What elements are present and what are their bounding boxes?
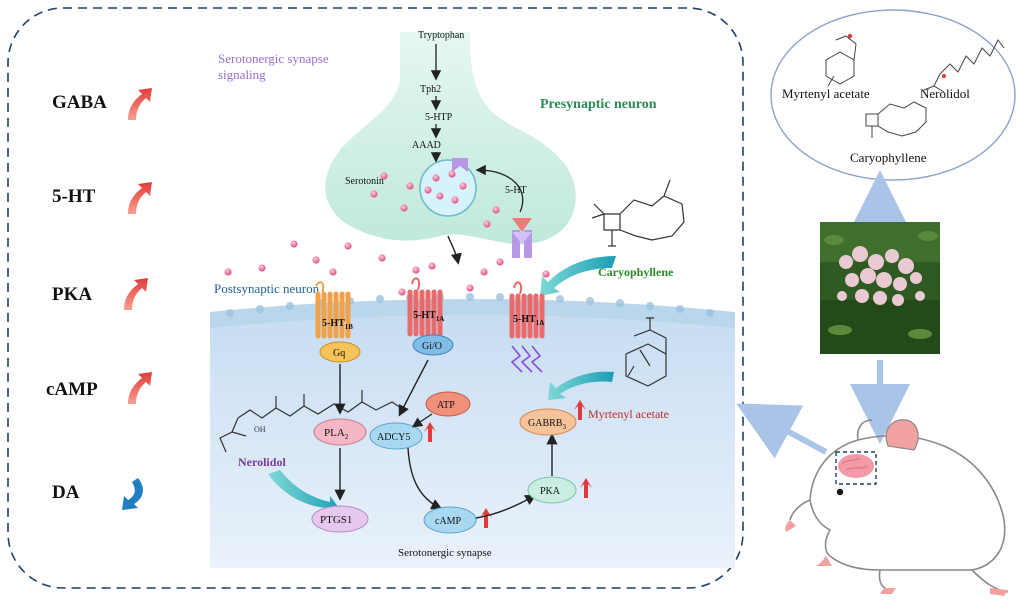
gabrb-sub: 3 <box>562 423 566 431</box>
caryophyllene-structure <box>591 179 685 247</box>
da-label: DA <box>52 482 80 503</box>
arrow-camp-pka <box>475 494 537 519</box>
arrow-gio-adcy5 <box>398 359 429 417</box>
serotonin-label: Serotonin <box>345 176 384 187</box>
svg-text:5-HT1B: 5-HT1B <box>322 318 353 331</box>
pla2-base: PLA <box>324 427 345 439</box>
arrow-atp-adcy5 <box>411 413 433 428</box>
postsynaptic-cell <box>210 305 735 568</box>
release-arrow <box>447 235 462 265</box>
ptgs1-label: PTGS1 <box>320 514 352 526</box>
gq-label: Gq <box>333 348 345 359</box>
svg-text:5-HT1A: 5-HT1A <box>413 310 444 323</box>
camp-up-icon <box>480 508 492 528</box>
pka-node-label: PKA <box>540 486 561 497</box>
receptor-1a-left: 5-HT1A Gi/O <box>407 277 454 356</box>
ht-up-arrow-icon <box>128 182 152 214</box>
da-down-arrow-icon <box>122 478 143 510</box>
nerolidol-structure <box>219 390 405 453</box>
caryophyllene-teal-arrow <box>540 256 616 296</box>
ellipse-caryophyllene-structure <box>865 101 927 138</box>
aaad-label: AAAD <box>412 140 441 151</box>
presynaptic-neuron <box>325 32 576 245</box>
ht1a2-sub: 1A <box>536 319 545 327</box>
caryophyllene-label: Caryophyllene <box>598 265 674 279</box>
mouse-ear <box>885 419 919 451</box>
postsynaptic-label: Postsynaptic neuron <box>214 281 320 296</box>
pka-node <box>527 476 577 504</box>
gio-label: Gi/O <box>422 341 442 352</box>
gabrb-node <box>519 408 577 436</box>
tph2-label: Tph2 <box>420 84 441 95</box>
reuptake-ht-label: 5-HT <box>505 185 527 196</box>
adcy5-up-icon <box>424 422 436 442</box>
bottom-synapse-label: Serotonergic synapse <box>398 547 492 559</box>
svg-text:PLA2: PLA2 <box>324 427 349 441</box>
presynaptic-label: Presynaptic neuron <box>540 97 657 112</box>
ptgs1-node <box>311 505 369 533</box>
atp-label: ATP <box>437 400 455 411</box>
myrtenyl-structure <box>625 317 667 387</box>
svg-text:5-HT1A: 5-HT1A <box>513 314 544 327</box>
synapse-title-line2: signaling <box>218 67 266 82</box>
arrow-adcy5-camp <box>407 447 443 510</box>
gaba-label: GABA <box>52 92 107 113</box>
ht1b-base: 5-HT <box>322 318 345 329</box>
camp-up-arrow-icon <box>128 372 152 404</box>
camp-node-label: cAMP <box>435 516 462 527</box>
cleft-serotonin-dots <box>224 172 550 296</box>
dashed-frame <box>7 7 744 589</box>
camp-node <box>423 506 477 534</box>
myrtenyl-label: Myrtenyl acetate <box>588 407 669 421</box>
ellipse-myrtenyl-o <box>847 33 853 39</box>
receptor-1a-right: 5-HT1A <box>509 281 545 373</box>
ellipse-nerolidol-oh <box>942 74 946 78</box>
gabrb-base: GABRB <box>528 418 563 429</box>
synapse-title-line1: Serotonergic synapse <box>218 51 329 66</box>
ellipse-nerolidol-label: Nerolidol <box>920 86 970 101</box>
gabrb-up-icon <box>574 400 586 420</box>
ht1a-base: 5-HT <box>413 310 436 321</box>
reuptake-arrow <box>475 164 524 213</box>
arrow-mouse-diagram <box>736 403 828 459</box>
ellipse-nerolidol-structure <box>923 39 1005 93</box>
htp-label: 5-HTP <box>425 112 453 123</box>
nerolidol-oh: OH <box>254 425 266 434</box>
ht1b-sub: 1B <box>345 323 354 331</box>
camp-label: cAMP <box>46 379 98 400</box>
receptor-1b: 5-HT1B Gq <box>315 281 361 363</box>
ellipse-myrtenyl-structure <box>825 35 857 87</box>
ht-label: 5-HT <box>52 186 96 207</box>
pka-up-icon <box>580 478 592 498</box>
pka-up-arrow-icon <box>124 278 148 310</box>
presynaptic-receptor <box>512 218 532 258</box>
ht1a2-base: 5-HT <box>513 314 536 325</box>
pla2-node <box>313 418 367 446</box>
left-panel: GABA 5-HT PKA cAMP DA <box>46 88 152 510</box>
mouse-brain-dashed-box <box>835 451 877 485</box>
ellipse-myrtenyl-label: Myrtenyl acetate <box>782 86 870 101</box>
pla2-sub: 2 <box>345 433 349 441</box>
plant-photo <box>820 222 940 354</box>
vesicle <box>419 159 477 217</box>
nerolidol-label: Nerolidol <box>238 455 286 469</box>
ht1a-sub: 1A <box>436 315 445 323</box>
adcy5-label: ADCY5 <box>377 432 410 443</box>
atp-node <box>425 391 471 417</box>
mouse-paws <box>785 520 1008 596</box>
mouse-brain <box>838 454 874 478</box>
myrtenyl-teal-arrow <box>548 371 614 400</box>
pka-label: PKA <box>52 284 92 305</box>
tryptophan-label: Tryptophan <box>418 30 464 41</box>
mouse-eye <box>836 488 844 496</box>
vesicle-transporter <box>452 158 468 172</box>
vesicle-dots <box>424 170 467 204</box>
nerolidol-teal-arrow <box>268 470 342 516</box>
gaba-up-arrow-icon <box>128 88 152 120</box>
ellipse-caryophyllene-label: Caryophyllene <box>850 150 927 165</box>
adcy5-node <box>369 422 423 450</box>
svg-text:GABRB3: GABRB3 <box>528 418 566 431</box>
